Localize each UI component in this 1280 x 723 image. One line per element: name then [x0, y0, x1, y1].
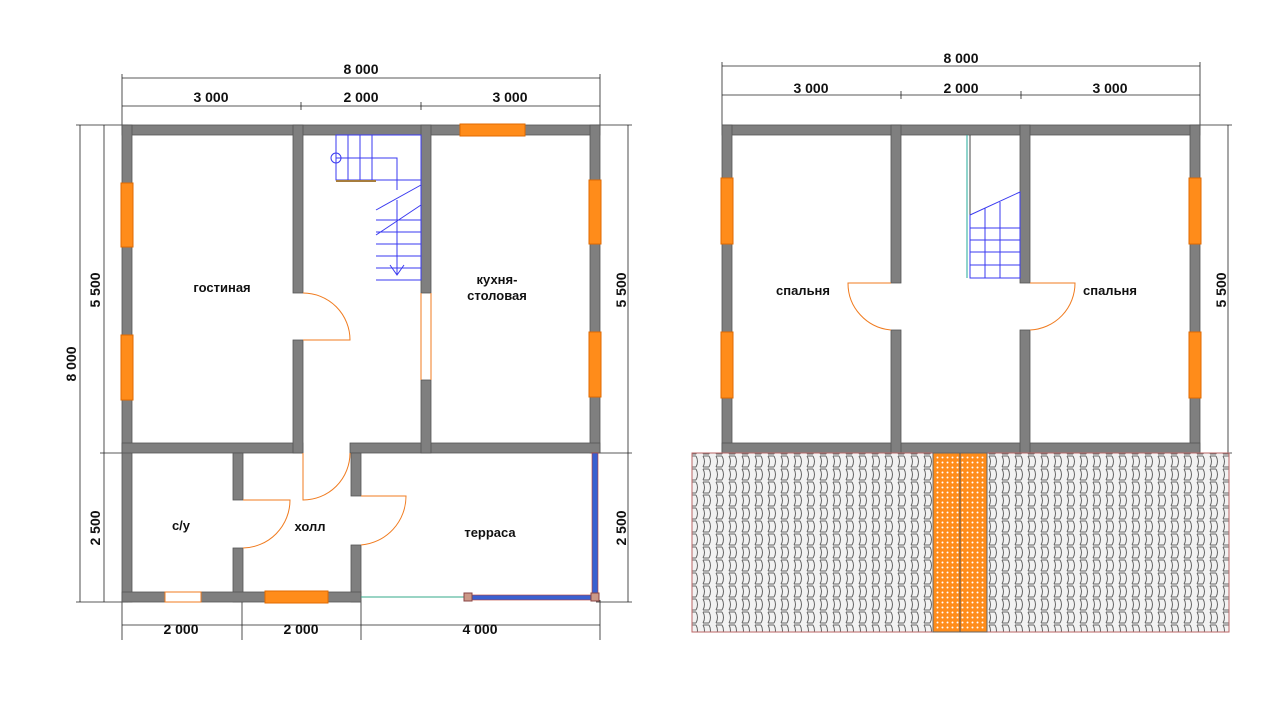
room-label-bedroom-right: спальня — [1083, 283, 1137, 298]
windows — [120, 123, 602, 604]
dim-bottom-2: 2 000 — [283, 621, 318, 637]
dimension-lines-upper — [721, 62, 1232, 454]
dim-upper-top-3: 3 000 — [1092, 80, 1127, 96]
dim-left-total: 8 000 — [63, 346, 79, 381]
dim-upper-right: 5 500 — [1213, 272, 1229, 307]
upper-floor-plan: 8 000 3 000 2 000 3 000 5 500 — [691, 50, 1232, 633]
dim-left-2: 2 500 — [87, 510, 103, 545]
dim-left-1: 5 500 — [87, 272, 103, 307]
dim-top-3: 3 000 — [492, 89, 527, 105]
room-label-kitchen-2: столовая — [467, 288, 527, 303]
staircase-upper — [966, 135, 1021, 279]
windows-upper — [720, 177, 1202, 399]
dim-top-1: 3 000 — [193, 89, 228, 105]
doors-upper — [847, 282, 1076, 331]
walls — [121, 124, 601, 603]
dimension-lines — [76, 74, 632, 640]
dim-right-2: 2 500 — [613, 510, 629, 545]
dim-right-1: 5 500 — [613, 272, 629, 307]
dim-bottom-1: 2 000 — [163, 621, 198, 637]
room-label-hall: холл — [294, 519, 325, 534]
ground-floor-plan: 8 000 3 000 2 000 3 000 2 000 2 000 4 00… — [63, 61, 632, 640]
dim-upper-top-1: 3 000 — [793, 80, 828, 96]
room-label-kitchen-1: кухня- — [477, 272, 518, 287]
room-label-wc: с/у — [172, 518, 191, 533]
dim-upper-total-top: 8 000 — [943, 50, 978, 66]
room-label-terrace: терраса — [464, 525, 516, 540]
dim-top-2: 2 000 — [343, 89, 378, 105]
paving-area — [691, 452, 1230, 633]
dim-upper-top-2: 2 000 — [943, 80, 978, 96]
room-label-living: гостиная — [193, 280, 250, 295]
staircase — [330, 134, 422, 281]
doors — [242, 292, 407, 549]
terrace-railing — [361, 452, 600, 602]
room-label-bedroom-left: спальня — [776, 283, 830, 298]
dim-bottom-3: 4 000 — [462, 621, 497, 637]
dim-total-top: 8 000 — [343, 61, 378, 77]
